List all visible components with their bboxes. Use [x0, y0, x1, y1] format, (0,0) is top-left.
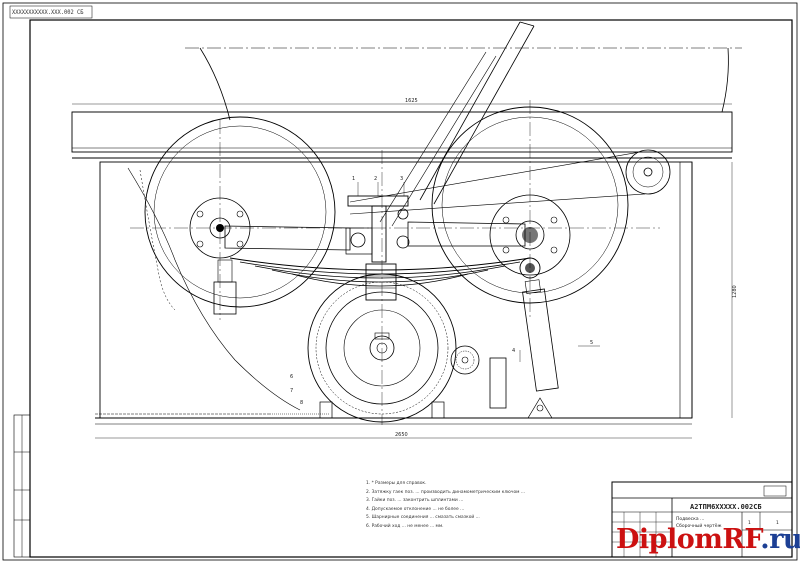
label-7: 7 — [290, 388, 293, 394]
label-4: 4 — [512, 348, 515, 354]
left-wheel — [144, 116, 336, 308]
title-line-1: Подвеска ... — [676, 516, 704, 522]
dim-right: 1280 — [732, 285, 738, 298]
left-link — [224, 225, 351, 251]
label-8: 8 — [300, 400, 303, 406]
stamp-text: ХХХХХХХХХХХ.ХХХ.002 СБ — [12, 9, 84, 16]
note-line: 4. Допускаемое отклонение ... не более .… — [366, 506, 465, 512]
dim-top: 1625 — [405, 98, 418, 104]
pulley-top-right — [625, 149, 671, 195]
watermark-part-3: .ru — [760, 524, 800, 555]
label-1: 1 — [352, 176, 355, 182]
dim-bottom: 2650 — [395, 432, 408, 438]
note-line: 6. Рабочий ход ... не менее ... мм. — [366, 523, 444, 529]
title-line-2: Сборочный чертёж — [676, 522, 722, 529]
note-line: 1. * Размеры для справок. — [366, 481, 427, 486]
note-line: 5. Шарнирные соединения ... смазать смаз… — [366, 515, 480, 521]
small-cylinder — [489, 357, 507, 409]
stamp-box — [9, 5, 93, 19]
label-3: 3 — [400, 176, 403, 182]
watermark-part-2: RF — [722, 524, 761, 555]
title-block — [611, 481, 793, 558]
right-link — [407, 221, 526, 247]
sheet-count: 1 — [776, 520, 779, 526]
designation: А2ТПМ6ХХХХХ.002СБ — [690, 503, 762, 511]
hopper-left-wall — [199, 47, 231, 121]
label-2: 2 — [374, 176, 377, 182]
inner-frame — [29, 19, 793, 558]
top-beam — [71, 111, 733, 153]
note-line: 2. Затяжку гаек поз. ... производить дин… — [366, 489, 526, 495]
label-5: 5 — [590, 340, 593, 346]
hopper-right-wall — [721, 47, 729, 113]
small-gear — [450, 345, 480, 375]
leaf-spring — [229, 257, 531, 301]
left-shock-absorber — [213, 259, 237, 315]
label-6: 6 — [290, 374, 293, 380]
right-shock-absorber — [522, 279, 559, 392]
note-line: 3. Гайки поз. ... законтрить шплинтами .… — [366, 498, 464, 504]
technical-notes: 1. * Размеры для справок. 2. Затяжку гае… — [366, 480, 606, 532]
watermark-logo: DiplomRF.ru — [616, 524, 800, 555]
sheet-number: 1 — [748, 520, 751, 526]
watermark-part-1: Diplom — [616, 524, 723, 555]
